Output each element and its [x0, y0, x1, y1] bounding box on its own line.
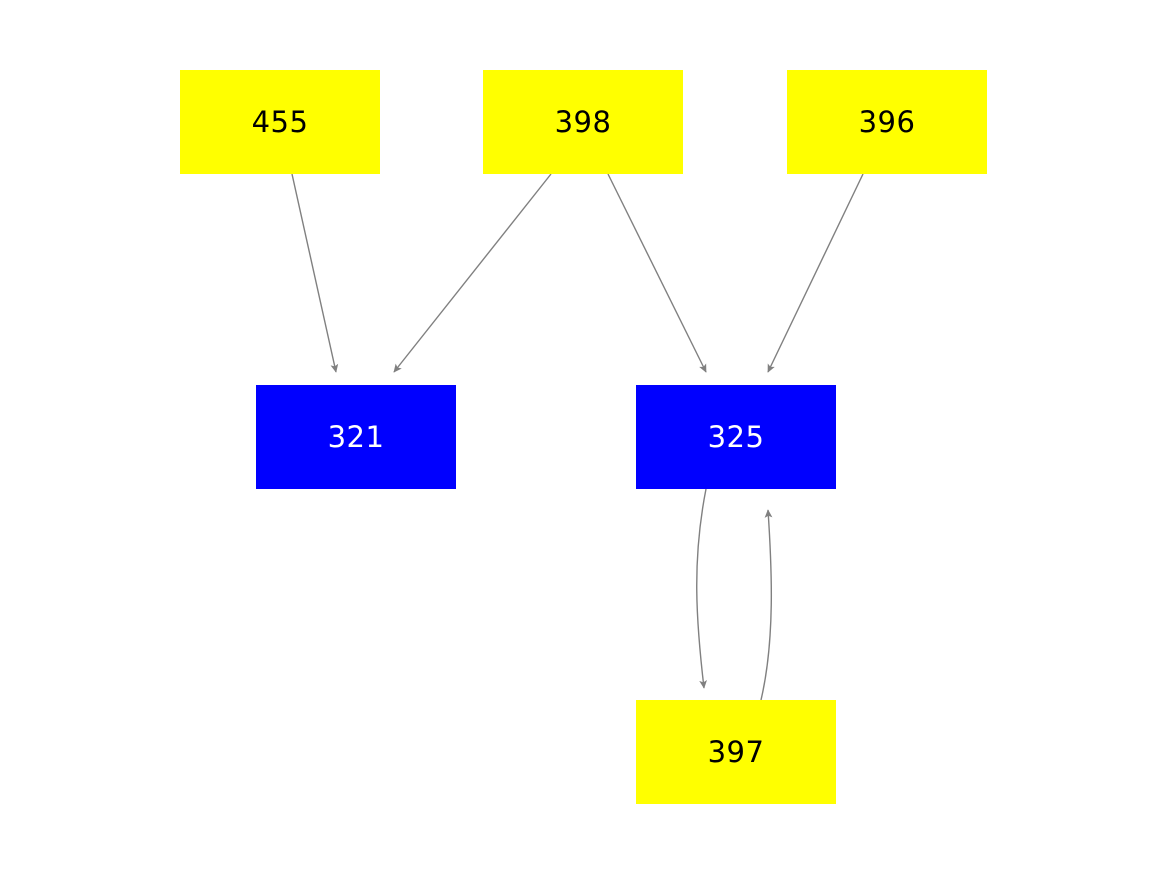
graph-node-321[interactable]: 321: [256, 385, 456, 489]
graph-node-455[interactable]: 455: [180, 70, 380, 174]
graph-node-396[interactable]: 396: [787, 70, 987, 174]
node-label-321: 321: [327, 419, 385, 454]
edge-455-321: [291, 173, 339, 373]
node-label-396: 396: [858, 104, 916, 139]
graph-node-325[interactable]: 325: [636, 385, 836, 489]
node-label-455: 455: [251, 104, 309, 139]
graph-node-397[interactable]: 397: [636, 700, 836, 804]
edge-398-321: [393, 173, 552, 373]
graph-node-398[interactable]: 398: [483, 70, 683, 174]
edge-325-397: [696, 488, 707, 689]
node-label-397: 397: [707, 734, 765, 769]
edge-397-325: [760, 509, 773, 701]
edge-398-325: [607, 173, 707, 373]
edge-396-325: [767, 173, 864, 373]
node-label-325: 325: [707, 419, 765, 454]
node-label-398: 398: [554, 104, 612, 139]
